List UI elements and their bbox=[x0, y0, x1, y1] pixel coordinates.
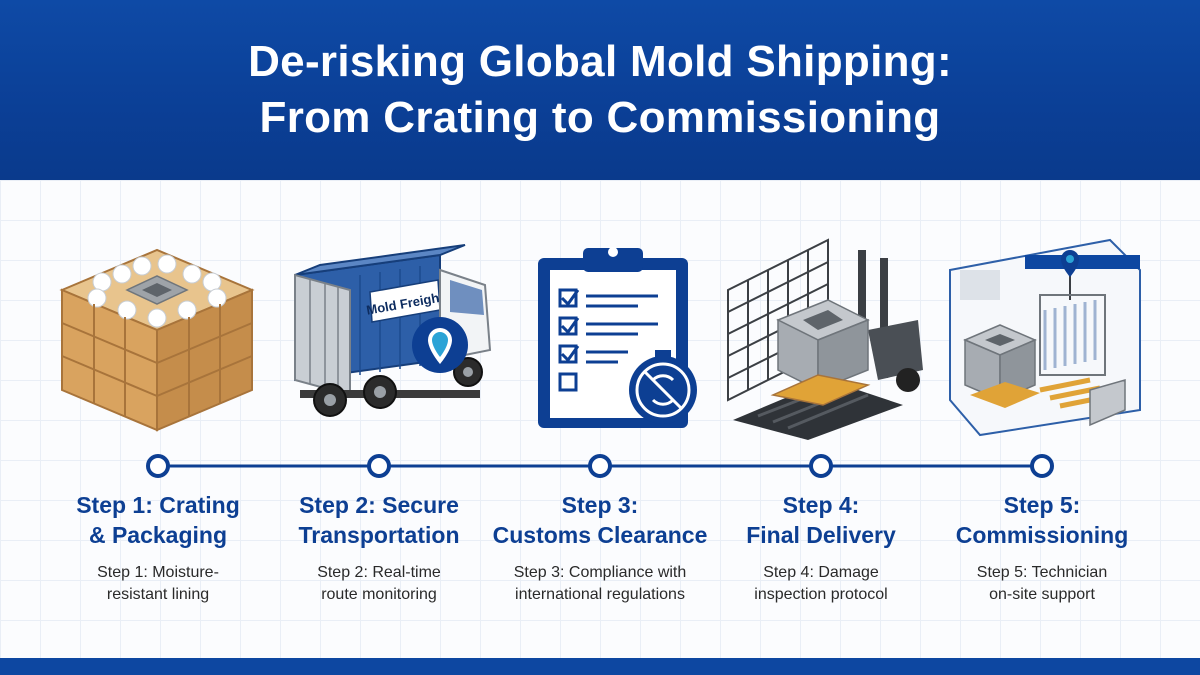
step-5: Step 5: Commissioning Step 5: Technician… bbox=[922, 490, 1162, 606]
step-5-description: Step 5: Technician on-site support bbox=[922, 562, 1162, 606]
page-title-line-2: From Crating to Commissioning bbox=[259, 93, 941, 142]
timeline-node-5 bbox=[1030, 454, 1054, 478]
page-title-line-1: De-risking Global Mold Shipping: bbox=[248, 37, 952, 86]
crate-illustration bbox=[52, 230, 262, 440]
timeline-node-2 bbox=[367, 454, 391, 478]
timeline-node-4 bbox=[809, 454, 833, 478]
step-1-title-line-2: & Packaging bbox=[88, 522, 228, 548]
step-3-description: Step 3: Compliance with international re… bbox=[480, 562, 720, 606]
footer-bar bbox=[0, 658, 1200, 675]
commissioning-illustration bbox=[940, 230, 1150, 440]
step-2-desc-line-2: route monitoring bbox=[321, 586, 437, 603]
step-5-desc-line-2: on-site support bbox=[989, 586, 1095, 603]
step-4: Step 4: Final Delivery Step 4: Damage in… bbox=[701, 490, 941, 606]
step-4-title-line-1: Step 4: bbox=[782, 492, 860, 518]
step-2-desc-line-1: Step 2: Real-time bbox=[317, 564, 441, 581]
timeline-node-3 bbox=[588, 454, 612, 478]
step-1-title-line-1: Step 1: Crating bbox=[76, 492, 240, 518]
step-1-desc-line-1: Step 1: Moisture- bbox=[97, 564, 219, 581]
step-1: Step 1: Crating & Packaging Step 1: Mois… bbox=[38, 490, 278, 606]
step-4-description: Step 4: Damage inspection protocol bbox=[701, 562, 941, 606]
step-2-title-line-2: Transportation bbox=[298, 522, 460, 548]
step-3: Step 3: Customs Clearance Step 3: Compli… bbox=[480, 490, 720, 606]
step-3-title-line-2: Customs Clearance bbox=[492, 522, 708, 548]
step-4-desc-line-1: Step 4: Damage bbox=[763, 564, 879, 581]
step-2: Step 2: Secure Transportation Step 2: Re… bbox=[259, 490, 499, 606]
step-5-title-line-1: Step 5: bbox=[1003, 492, 1081, 518]
step-3-desc-line-1: Step 3: Compliance with bbox=[513, 564, 687, 581]
step-4-desc-line-2: inspection protocol bbox=[754, 586, 888, 603]
truck-illustration: Mold Freight bbox=[290, 230, 500, 440]
forklift-illustration bbox=[718, 230, 928, 440]
timeline bbox=[0, 446, 1200, 486]
timeline-node-1 bbox=[146, 454, 170, 478]
step-2-title-line-1: Step 2: Secure bbox=[299, 492, 459, 518]
step-1-description: Step 1: Moisture- resistant lining bbox=[38, 562, 278, 606]
step-3-desc-line-2: international regulations bbox=[515, 586, 685, 603]
step-2-description: Step 2: Real-time route monitoring bbox=[259, 562, 499, 606]
clipboard-illustration bbox=[518, 230, 728, 440]
step-5-desc-line-1: Step 5: Technician bbox=[976, 564, 1108, 581]
step-5-title-line-2: Commissioning bbox=[955, 522, 1129, 548]
step-3-title-line-1: Step 3: bbox=[561, 492, 639, 518]
step-1-desc-line-2: resistant lining bbox=[106, 586, 210, 603]
step-4-title-line-2: Final Delivery bbox=[746, 522, 896, 548]
title-banner: De-risking Global Mold Shipping: From Cr… bbox=[0, 0, 1200, 180]
